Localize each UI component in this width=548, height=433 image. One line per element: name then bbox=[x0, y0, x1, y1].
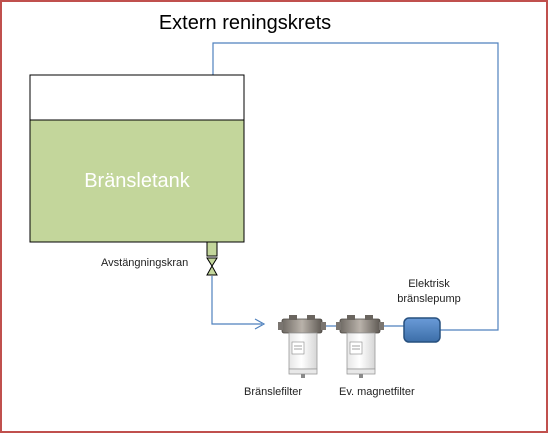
magnetic-filter-label: Ev. magnetfilter bbox=[339, 386, 415, 398]
electric-pump-icon bbox=[403, 317, 441, 343]
pump-label-line1: Elektrisk bbox=[408, 278, 450, 290]
flow-arrow bbox=[254, 318, 266, 330]
magnetic-filter-icon bbox=[336, 315, 384, 378]
tank-label: Bränsletank bbox=[84, 170, 190, 192]
pump-label-line2: bränslepump bbox=[397, 293, 461, 305]
valve-label: Avstängningskran bbox=[101, 257, 189, 269]
pump-label: Elektrisk bränslepump bbox=[386, 277, 472, 307]
fuel-filter-label: Bränslefilter bbox=[244, 386, 303, 398]
shutoff-valve-icon bbox=[206, 241, 218, 276]
page-title: Extern reningskrets bbox=[158, 12, 332, 34]
return-pipe bbox=[212, 42, 499, 331]
fuel-level bbox=[29, 119, 245, 243]
fuel-filter-icon bbox=[278, 315, 326, 378]
supply-pipe bbox=[211, 276, 262, 325]
fuel-tank bbox=[29, 74, 245, 243]
